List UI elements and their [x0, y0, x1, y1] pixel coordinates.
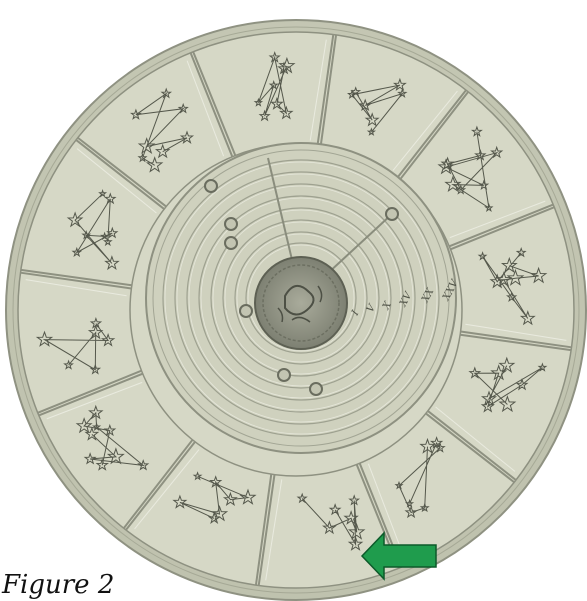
planet-hole: [240, 305, 252, 317]
planet-hole: [310, 383, 322, 395]
planet-hole: [386, 208, 398, 220]
planet-hole: [278, 369, 290, 381]
planet-hole: [225, 218, 237, 230]
engraved-seal-icon: [255, 257, 347, 349]
planet-hole: [205, 180, 217, 192]
planet-hole: [225, 237, 237, 249]
figure-caption: Figure 2: [2, 572, 114, 598]
